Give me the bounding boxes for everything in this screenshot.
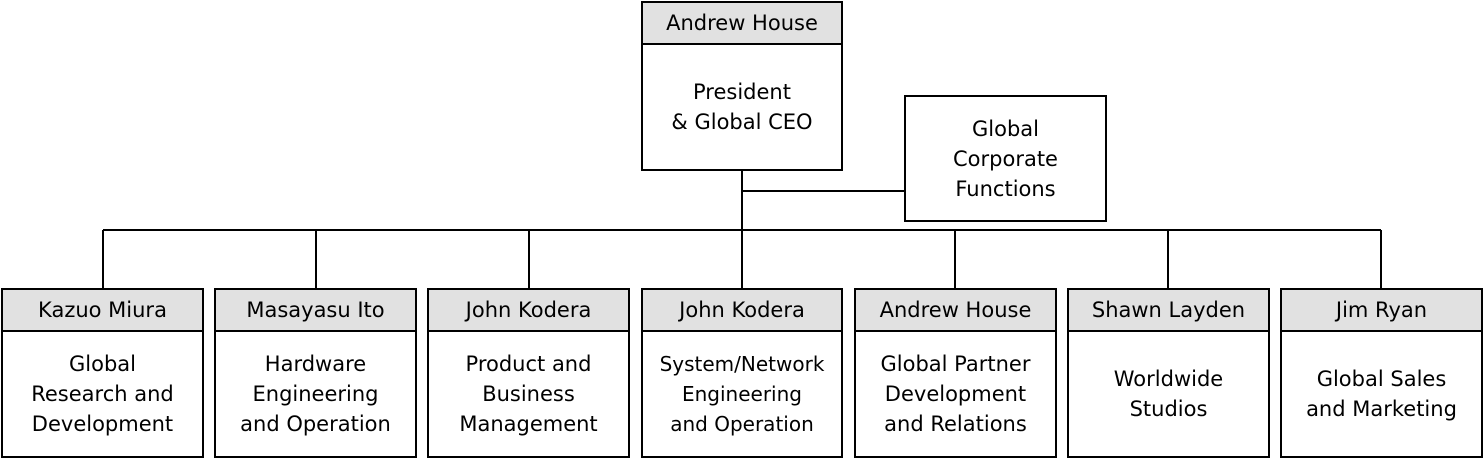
division-box-6: Shawn Layden Worldwide Studios (1067, 288, 1270, 458)
division-role-area: Global Research and Development (3, 332, 202, 456)
division-head-name: John Kodera (643, 290, 841, 332)
division-role-area: Hardware Engineering and Operation (216, 332, 415, 456)
division-role-area: Product and Business Management (429, 332, 628, 456)
division-role-area: Worldwide Studios (1069, 332, 1268, 456)
ceo-role: President & Global CEO (671, 80, 813, 134)
division-role-area: Global Sales and Marketing (1282, 332, 1481, 456)
division-box-1: Kazuo Miura Global Research and Developm… (1, 288, 204, 458)
division-head-name: Jim Ryan (1282, 290, 1481, 332)
division-role-area: Global Partner Development and Relations (856, 332, 1055, 456)
division-role: Global Research and Development (31, 352, 174, 436)
division-head-name: John Kodera (429, 290, 628, 332)
division-role-area: System/Network Engineering and Operation (643, 332, 841, 456)
division-role: Global Partner Development and Relations (880, 352, 1031, 436)
division-head-name: Kazuo Miura (3, 290, 202, 332)
ceo-name: Andrew House (643, 3, 841, 45)
division-box-3: John Kodera Product and Business Managem… (427, 288, 630, 458)
ceo-role-area: President & Global CEO (643, 45, 841, 169)
division-role: Global Sales and Marketing (1306, 367, 1457, 421)
division-box-7: Jim Ryan Global Sales and Marketing (1280, 288, 1483, 458)
division-role: Worldwide Studios (1113, 367, 1224, 421)
division-role: Product and Business Management (459, 352, 598, 436)
corporate-functions-box: Global Corporate Functions (904, 95, 1107, 222)
corporate-functions-label: Global Corporate Functions (953, 116, 1058, 201)
division-role: Hardware Engineering and Operation (240, 352, 391, 436)
division-head-name: Shawn Layden (1069, 290, 1268, 332)
division-head-name: Andrew House (856, 290, 1055, 332)
division-box-4: John Kodera System/Network Engineering a… (641, 288, 843, 458)
division-box-5: Andrew House Global Partner Development … (854, 288, 1057, 458)
division-head-name: Masayasu Ito (216, 290, 415, 332)
division-role: System/Network Engineering and Operation (659, 352, 825, 436)
division-box-2: Masayasu Ito Hardware Engineering and Op… (214, 288, 417, 458)
ceo-box: Andrew House President & Global CEO (641, 1, 843, 171)
